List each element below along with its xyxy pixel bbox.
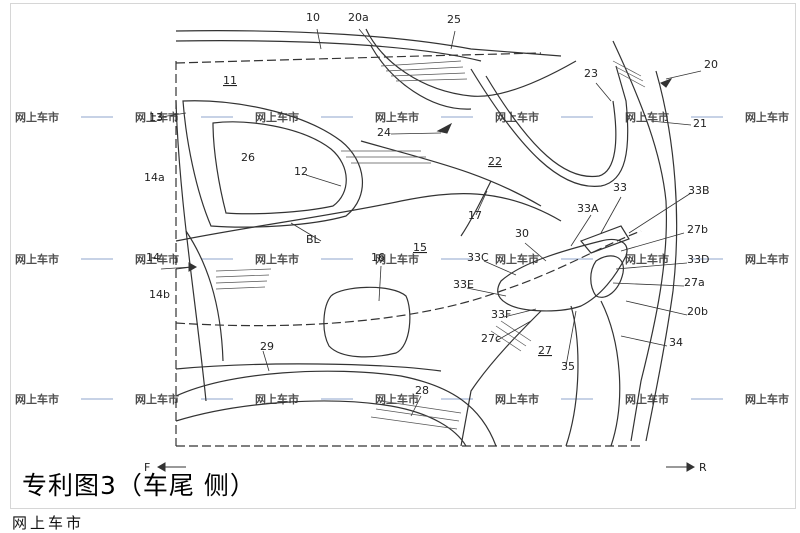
ref-label-BL: BL [306,233,321,246]
ref-label-27c: 27c [481,332,501,345]
ref-label-29: 29 [260,340,274,353]
wheel-arch-inner [175,400,467,447]
patent-drawing: 网上车市网上车市网上车市网上车市网上车市网上车市网上车市网上车市网上车市网上车市… [15,11,789,474]
ref-label-13: 13 [149,111,163,124]
bumper-side [600,300,621,447]
ref-label-33B: 33B [688,184,710,197]
ref-label-21: 21 [693,117,707,130]
figure-caption: 专利图3（车尾 侧） [22,471,256,500]
ref-label-28: 28 [415,384,429,397]
rear-window [470,65,629,187]
ref-label-30: 30 [515,227,529,240]
tail-lamp-lens [590,255,624,298]
ref-label-14b: 14b [149,288,170,301]
roof-line [175,30,562,57]
watermark-text: 网上车市 [375,252,419,266]
spoiler-lower [370,45,472,110]
ref-label-15: 15 [413,241,427,254]
direction-indicators [156,462,696,472]
character-line [360,140,542,207]
fuel-lid [323,286,411,358]
watermark-text: 网上车市 [375,392,419,406]
watermark-text: 网上车市 [135,392,179,406]
watermark-text: 网上车市 [15,392,59,406]
direction-front-label: F [144,461,150,474]
feature-line-17 [460,180,492,237]
ref-label-27b: 27b [687,223,708,236]
watermark-text: 网上车市 [495,252,539,266]
watermark-text: 网上车市 [495,392,539,406]
ref-label-24: 24 [377,126,391,139]
ref-label-34: 34 [669,336,683,349]
quarter-window-outer [182,100,363,228]
watermark-text: 网上车市 [745,392,789,406]
ref-label-22: 22 [488,155,502,168]
watermark-text: 网上车市 [625,392,669,406]
ref-label-12: 12 [294,165,308,178]
ref-label-20: 20 [704,58,718,71]
rear-pillar [612,40,668,442]
ref-label-14: 14 [146,251,160,264]
ref-label-33F: 33F [491,308,511,321]
tail-lamp-upper [579,225,630,254]
lower-sill [175,363,442,372]
watermark-text: 网上车市 [255,110,299,124]
ref-label-10: 10 [306,11,320,24]
watermark-text: 网上车市 [745,110,789,124]
belt-line [175,193,562,242]
ref-label-11: 11 [223,74,237,87]
watermark-text: 网上车市 [135,110,179,124]
ref-label-27a: 27a [684,276,705,289]
reference-labels: 10 20a 25 20 23 11 13 21 24 26 22 12 14a 33 33B 17 33A 30… [144,11,718,397]
bumper-lower [565,305,579,447]
arrows [175,77,673,272]
ref-label-17: 17 [468,209,482,222]
watermark-text: 网上车市 [625,110,669,124]
direction-rear-label: R [699,461,707,474]
rear-door-edge-inner [185,230,224,362]
ref-label-16: 16 [371,251,385,264]
dash-boundary-top [175,52,542,64]
watermark-layer: 网上车市网上车市网上车市网上车市网上车市网上车市网上车市网上车市网上车市网上车市… [15,110,789,406]
watermark-text: 网上车市 [255,252,299,266]
watermark-text: 网上车市 [625,252,669,266]
ref-label-33: 33 [613,181,627,194]
tail-lamp [497,238,628,312]
watermark-text: 网上车市 [375,110,419,124]
ref-label-25: 25 [447,13,461,26]
watermark-text: 网上车市 [15,252,59,266]
source-label: 网上车市 [12,514,85,532]
ref-label-33D: 33D [687,253,709,266]
ref-label-35: 35 [561,360,575,373]
ref-label-26: 26 [241,151,255,164]
rear-door-edge [175,100,207,402]
ref-label-33C: 33C [467,251,489,264]
ref-label-27: 27 [538,344,552,357]
car-outline [175,28,678,447]
rear-pillar-edge [645,70,678,442]
patent-figure-frame: 网上车市网上车市网上车市网上车市网上车市网上车市网上车市网上车市网上车市网上车市… [10,3,796,509]
ref-label-23: 23 [584,67,598,80]
roof-line-inner [175,40,482,62]
wheel-arch-outer [175,370,497,447]
hatch-shading [215,60,646,430]
watermark-text: 网上车市 [135,252,179,266]
leader-lines [160,28,702,417]
ref-label-20b: 20b [687,305,708,318]
quarter-window-inner [212,121,347,215]
ref-label-14a: 14a [144,171,165,184]
watermark-text: 网上车市 [745,252,789,266]
watermark-text: 网上车市 [15,110,59,124]
rear-window-inner [485,75,617,178]
spoiler [365,28,577,97]
bumper [460,310,542,447]
ref-label-33E: 33E [453,278,474,291]
ref-label-20a: 20a [348,11,369,24]
ref-label-33A: 33A [577,202,599,215]
